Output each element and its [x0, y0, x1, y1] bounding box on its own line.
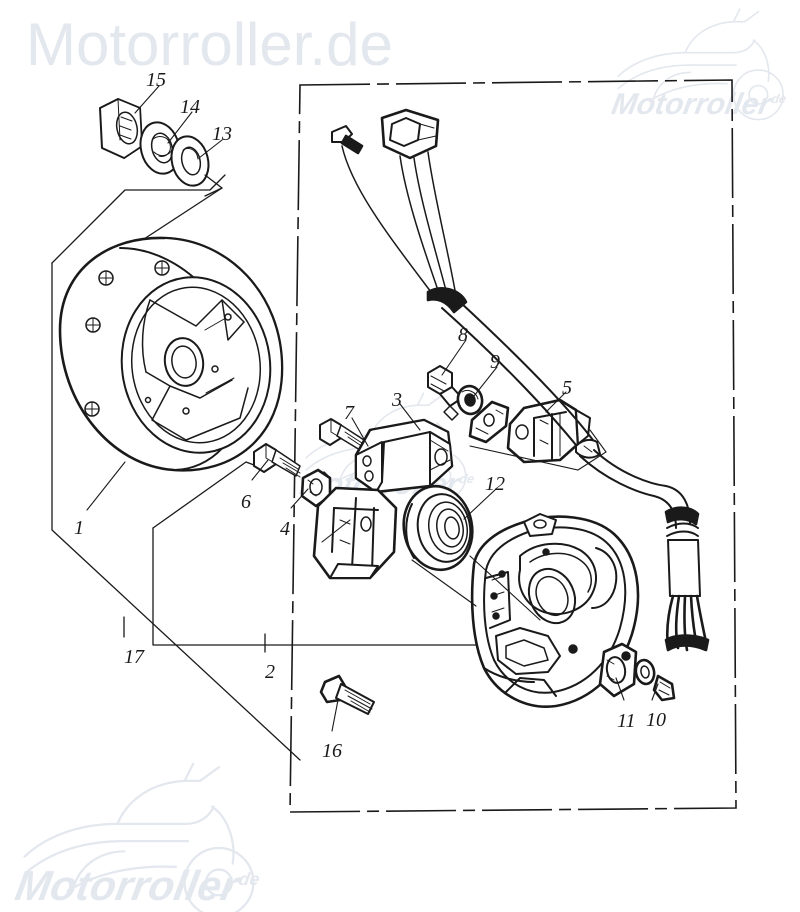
part-1-flywheel-rotor	[58, 236, 284, 472]
callout-17: 17	[124, 646, 144, 668]
part-16-pan-head-screw	[319, 674, 375, 715]
part-4b-coil-assembly	[312, 486, 398, 580]
watermark-title-top: Motorroller.de	[26, 11, 393, 78]
part-13-flat-washer	[170, 135, 210, 187]
part-14-lock-washer	[139, 121, 181, 175]
assembly-boundary-box	[289, 79, 737, 813]
callout-12: 12	[485, 473, 505, 495]
callout-14: 14	[180, 96, 200, 118]
callout-8: 8	[458, 324, 468, 346]
part-11-wire-grommet-clip	[598, 642, 638, 698]
stator-base-plate	[470, 513, 640, 708]
callout-9: 9	[490, 351, 500, 373]
part-8-flange-bolt	[427, 365, 463, 421]
callout-11: 11	[617, 710, 636, 732]
callout-13: 13	[212, 123, 232, 145]
callout-10: 10	[646, 709, 666, 731]
callout-7: 7	[344, 402, 354, 424]
part-15-hex-nut	[99, 98, 143, 159]
part-5-pulser-coil	[506, 398, 591, 464]
leader-lines	[86, 85, 659, 732]
callout-4: 4	[280, 518, 290, 540]
callout-16: 16	[322, 740, 342, 762]
part-3-ignition-coil	[354, 418, 454, 494]
part-6-long-hex-bolt	[253, 443, 301, 478]
part-4-cable-clamp	[300, 468, 332, 508]
group-bracket-17	[51, 174, 301, 761]
part-5-pulser-coil-bracket	[468, 400, 510, 444]
callout-15: 15	[146, 69, 166, 91]
wire-harness	[331, 108, 710, 652]
callout-3: 3	[392, 389, 402, 411]
callout-6: 6	[241, 491, 251, 513]
callout-1: 1	[74, 517, 84, 539]
callout-2: 2	[265, 661, 275, 683]
part-12-charging-coil	[402, 484, 474, 572]
part-10-retainer-screw	[634, 658, 676, 702]
callout-5: 5	[562, 377, 572, 399]
